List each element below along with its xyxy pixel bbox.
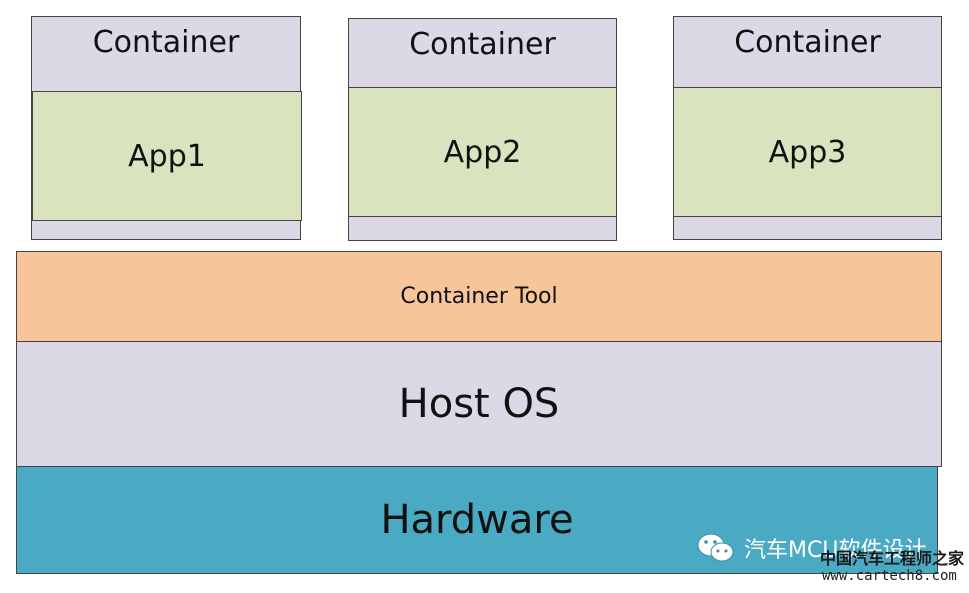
container-2: Container App2 <box>348 18 617 241</box>
container-2-label: Container <box>409 27 556 62</box>
site-url: www.cartech8.com <box>822 568 957 584</box>
wechat-watermark: 汽车MCU软件设计 <box>696 530 926 566</box>
app1-box: App1 <box>32 91 302 221</box>
container-3-label: Container <box>734 25 881 60</box>
site-logo-name: 中国汽车工程师之家 <box>820 549 965 568</box>
container-1: Container App1 <box>31 16 302 240</box>
wechat-icon <box>696 532 736 564</box>
container-3: Container App3 <box>673 16 942 240</box>
container-1-label: Container <box>92 25 240 60</box>
hardware-layer: Hardware <box>16 466 938 574</box>
container-tool-layer: Container Tool <box>16 251 942 342</box>
host-os-layer: Host OS <box>16 341 942 467</box>
app2-box: App2 <box>348 87 617 217</box>
app3-box: App3 <box>673 87 942 217</box>
wechat-account-name: 汽车MCU软件设计 <box>744 538 927 563</box>
